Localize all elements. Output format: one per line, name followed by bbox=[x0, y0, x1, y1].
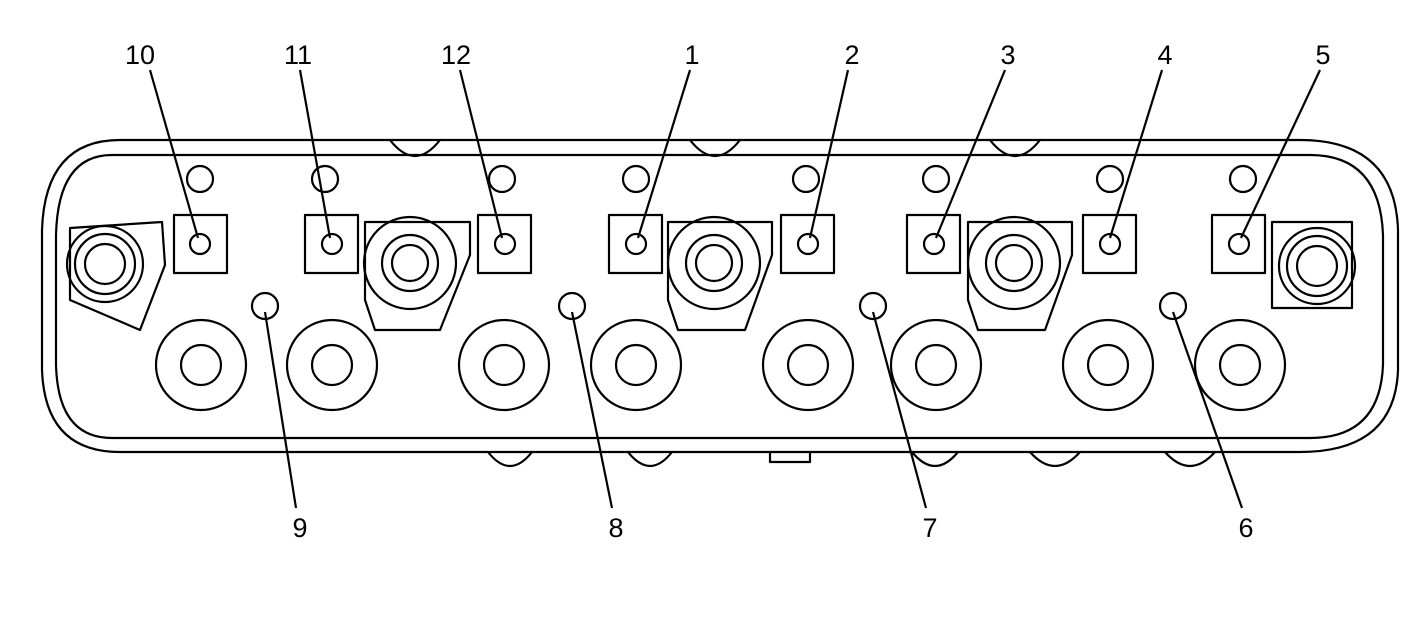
upper-bolt-pads bbox=[172, 213, 1267, 275]
leader-lines bbox=[148, 69, 1321, 509]
leader-12 bbox=[458, 69, 504, 239]
leader-6 bbox=[1171, 311, 1244, 509]
plug-bosses bbox=[362, 215, 1074, 332]
leader-11 bbox=[298, 69, 332, 239]
callout-3: 3 bbox=[1000, 40, 1015, 70]
callout-labels: 10 11 12 1 2 3 4 5 9 8 7 6 bbox=[125, 40, 1331, 543]
leader-3 bbox=[934, 69, 1007, 239]
callout-12: 12 bbox=[441, 40, 471, 70]
callout-4: 4 bbox=[1157, 40, 1172, 70]
leader-7 bbox=[871, 311, 928, 509]
callout-6: 6 bbox=[1238, 513, 1253, 543]
upper-dowel-holes bbox=[185, 164, 1258, 194]
callout-2: 2 bbox=[844, 40, 859, 70]
leader-2 bbox=[808, 69, 850, 239]
leader-9 bbox=[263, 311, 298, 509]
callout-5: 5 bbox=[1315, 40, 1330, 70]
callout-1: 1 bbox=[684, 40, 699, 70]
leader-10 bbox=[148, 69, 200, 239]
leader-1 bbox=[636, 69, 692, 239]
callout-8: 8 bbox=[608, 513, 623, 543]
right-end-plug bbox=[1270, 220, 1357, 310]
callout-9: 9 bbox=[292, 513, 307, 543]
leader-4 bbox=[1108, 69, 1164, 239]
callout-10: 10 bbox=[125, 40, 155, 70]
callout-11: 11 bbox=[284, 40, 312, 70]
callout-7: 7 bbox=[922, 513, 937, 543]
port-rings bbox=[154, 318, 1287, 412]
leader-5 bbox=[1240, 69, 1321, 239]
cylinder-head-outline bbox=[40, 138, 1400, 468]
left-end-plug bbox=[65, 220, 167, 332]
leader-8 bbox=[570, 311, 614, 509]
